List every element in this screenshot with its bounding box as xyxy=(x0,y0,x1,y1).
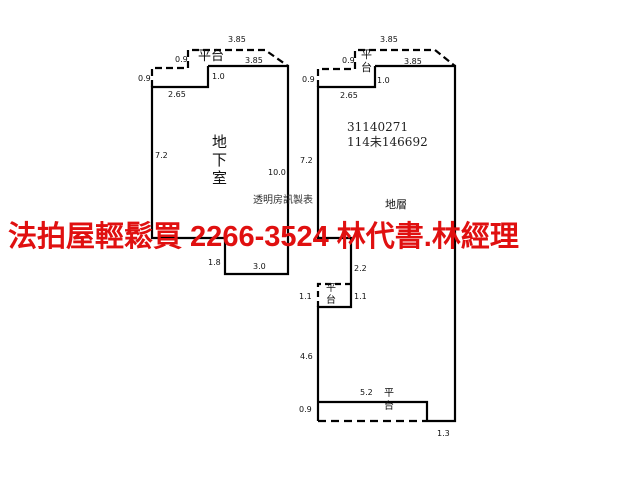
dim-label: 0.9 xyxy=(138,74,151,83)
dim-label: 3.0 xyxy=(253,262,266,271)
advertisement-text: 法拍屋輕鬆買 2266-3524 林代書.林經理 xyxy=(8,221,519,253)
dim-label: 2.65 xyxy=(340,91,358,100)
dim-label: 5.2 xyxy=(360,388,373,397)
balcony-label: 平台 xyxy=(326,283,336,306)
dim-label: 4.6 xyxy=(300,352,313,361)
dim-label: 3.85 xyxy=(228,35,246,44)
dim-label: 1.3 xyxy=(437,429,450,438)
dim-label: 1.1 xyxy=(299,292,312,301)
balcony-label: 平台 xyxy=(198,49,225,64)
dim-label: 2.65 xyxy=(168,90,186,99)
dim-label: 1.0 xyxy=(377,76,390,85)
dim-label: 2.2 xyxy=(354,264,367,273)
dim-label: 3.85 xyxy=(404,57,422,66)
dim-label: 7.2 xyxy=(155,151,168,160)
left-balcony-dashed xyxy=(150,48,289,87)
case-number: 31140271 xyxy=(347,120,409,134)
dim-label: 0.9 xyxy=(302,75,315,84)
dim-label: 0.9 xyxy=(175,55,188,64)
dim-label: 10.0 xyxy=(268,168,286,177)
bottom-balcony-wall xyxy=(318,400,429,421)
balcony-label: 平台 xyxy=(384,388,394,412)
dim-label: 3.85 xyxy=(245,56,263,65)
room-label: 地層 xyxy=(385,198,407,211)
dim-label: 0.9 xyxy=(299,405,312,414)
right-building-wall xyxy=(375,64,457,423)
right-building-left-wall xyxy=(316,66,377,421)
dim-label: 1.0 xyxy=(212,72,225,81)
side-balcony-dashed xyxy=(316,282,351,307)
dim-label: 3.85 xyxy=(380,35,398,44)
left-building-wall xyxy=(150,64,290,276)
case-number: 114未146692 xyxy=(347,135,428,149)
right-top-balcony-dashed xyxy=(316,48,456,87)
dim-label: 1.1 xyxy=(354,292,367,301)
watermark-note: 透明房訊製表 xyxy=(253,195,313,206)
dim-label: 0.9 xyxy=(342,56,355,65)
dim-label: 1.8 xyxy=(208,258,221,267)
dim-label: 7.2 xyxy=(300,156,313,165)
room-label: 地下室 xyxy=(212,133,228,187)
balcony-label: 平台 xyxy=(361,48,372,74)
